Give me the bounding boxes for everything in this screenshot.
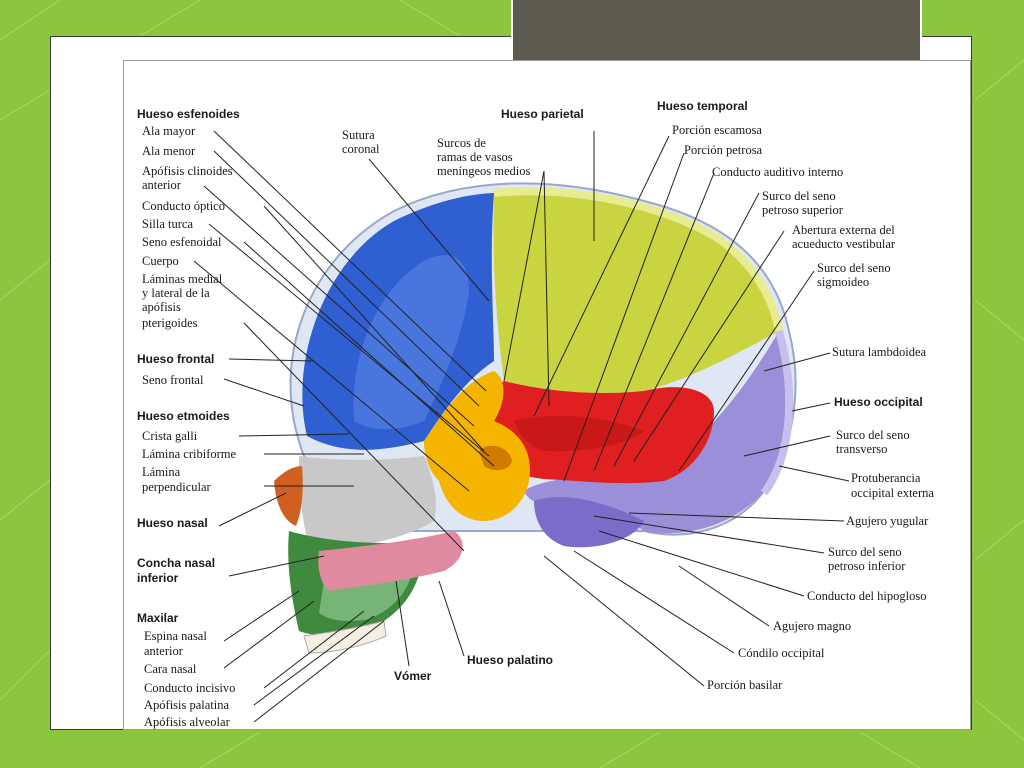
label-surco-transverso-2: transverso: [836, 442, 888, 456]
label-hueso-occipital: Hueso occipital: [834, 395, 923, 409]
label-condilo-occipital: Cóndilo occipital: [738, 646, 825, 660]
ethmoid-bone: [298, 456, 436, 548]
label-silla-turca: Silla turca: [142, 217, 194, 231]
label-protuberancia-2: occipital externa: [851, 486, 934, 500]
occipital-bone: [524, 331, 789, 534]
label-surco-transverso-1: Surco del seno: [836, 428, 910, 442]
temporal-petrous: [514, 415, 644, 452]
label-abertura-1: Abertura externa del: [792, 223, 895, 237]
label-surcos-1: Surcos de: [437, 136, 486, 150]
leader-lines: [193, 130, 850, 723]
label-seno-frontal: Seno frontal: [142, 373, 204, 387]
label-hueso-temporal: Hueso temporal: [657, 99, 748, 113]
label-sutura-lambdoidea: Sutura lambdoidea: [832, 345, 927, 359]
label-hueso-esfenoides: Hueso esfenoides: [137, 107, 240, 121]
label-laminas-4: pterigoides: [142, 316, 198, 330]
label-surco-petroso-sup-1: Surco del seno: [762, 189, 836, 203]
label-hueso-frontal: Hueso frontal: [137, 352, 215, 366]
label-apofisis-clinoides: Apófisis clinoides: [142, 164, 233, 178]
label-ala-mayor: Ala mayor: [142, 124, 196, 138]
label-surco-petroso-inf-1: Surco del seno: [828, 545, 902, 559]
label-surcos-3: meníngeos medios: [437, 164, 531, 178]
label-coronal: coronal: [342, 142, 380, 156]
label-hueso-nasal: Hueso nasal: [137, 516, 208, 530]
label-porcion-basilar: Porción basilar: [707, 678, 783, 692]
label-protuberancia-1: Protuberancia: [851, 471, 921, 485]
label-cuerpo: Cuerpo: [142, 254, 179, 268]
title-box: [511, 0, 922, 62]
label-conducto-incisivo: Conducto incisivo: [144, 681, 236, 695]
label-conducto-auditivo: Conducto auditivo interno: [712, 165, 844, 179]
label-espina-anterior: anterior: [144, 644, 183, 658]
label-concha-nasal: Concha nasal: [137, 556, 216, 570]
skull-illustration: [193, 130, 850, 723]
skull-diagram: Hueso esfenoides Ala mayor Ala menor Apó…: [123, 60, 971, 730]
label-laminas-1: Láminas medial: [142, 272, 223, 286]
label-porcion-escamosa: Porción escamosa: [672, 123, 762, 137]
label-surcos-2: ramas de vasos: [437, 150, 513, 164]
label-apofisis-clinoides-2: anterior: [142, 178, 181, 192]
label-surco-petroso-sup-2: petroso superior: [762, 203, 843, 217]
label-lamina-perp-1: Lámina: [142, 465, 181, 479]
label-crista-galli: Crista galli: [142, 429, 198, 443]
occipital-edge: [760, 329, 794, 496]
label-ala-menor: Ala menor: [142, 144, 196, 158]
label-espina-nasal: Espina nasal: [144, 629, 207, 643]
label-sigmoideo-2: sigmoideo: [817, 275, 870, 289]
label-concha-inferior: inferior: [137, 571, 179, 585]
label-conducto-optico: Conducto óptico: [142, 199, 225, 213]
label-laminas-3: apófisis: [142, 300, 181, 314]
label-sutura: Sutura: [342, 128, 375, 142]
frontal-inner: [353, 255, 469, 430]
label-porcion-petrosa: Porción petrosa: [684, 143, 763, 157]
label-apofisis-palatina: Apófisis palatina: [144, 698, 230, 712]
sella-turca: [479, 445, 512, 471]
label-apofisis-alveolar: Apófisis alveolar: [144, 715, 230, 729]
parietal-bone: [493, 191, 779, 393]
parietal-edge: [493, 187, 783, 332]
label-surco-petroso-inf-2: petroso inferior: [828, 559, 906, 573]
label-abertura-2: acueducto vestibular: [792, 237, 896, 251]
label-laminas-2: y lateral de la: [142, 286, 210, 300]
label-hueso-etmoides: Hueso etmoides: [137, 409, 230, 423]
vomer-bone: [318, 531, 463, 591]
basilar-part: [534, 497, 644, 548]
label-hueso-palatino: Hueso palatino: [467, 653, 554, 667]
label-lamina-cribiforme: Lámina cribiforme: [142, 447, 237, 461]
label-hueso-parietal: Hueso parietal: [501, 107, 584, 121]
nasal-bone: [274, 466, 303, 526]
label-cara-nasal: Cara nasal: [144, 662, 197, 676]
label-seno-esfenoidal: Seno esfenoidal: [142, 235, 222, 249]
label-vomer: Vómer: [394, 669, 432, 683]
label-agujero-magno: Agujero magno: [773, 619, 852, 633]
label-sigmoideo-1: Surco del seno: [817, 261, 891, 275]
label-maxilar: Maxilar: [137, 611, 179, 625]
label-conducto-hipogloso: Conducto del hipogloso: [807, 589, 927, 603]
label-agujero-yugular: Agujero yugular: [846, 514, 929, 528]
label-lamina-perp-2: perpendicular: [142, 480, 211, 494]
